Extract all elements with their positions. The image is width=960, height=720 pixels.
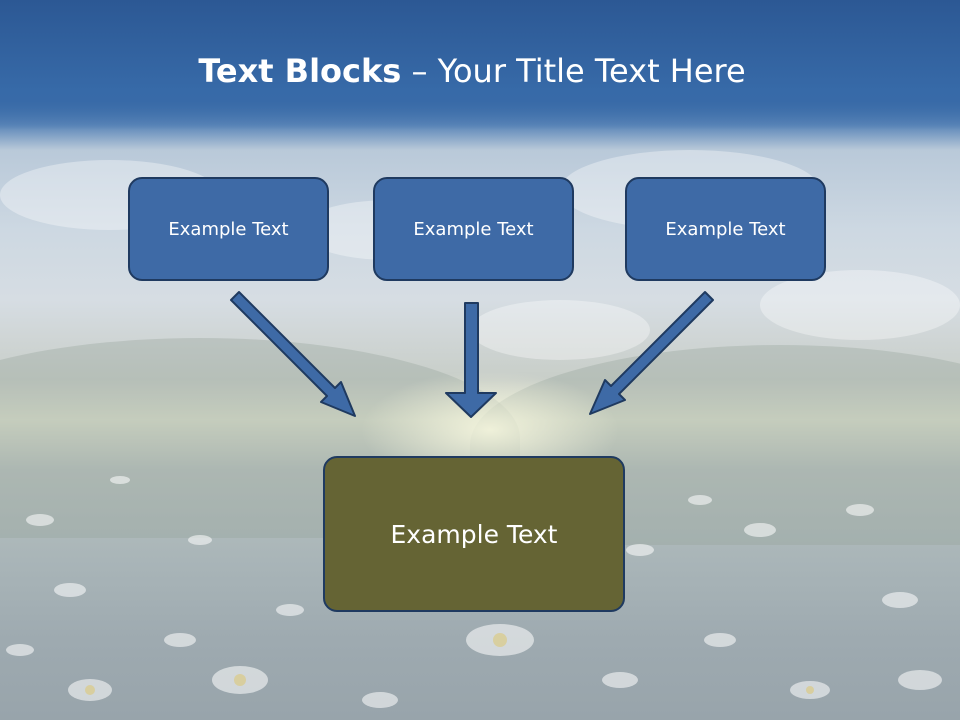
text-block-1[interactable]: Example Text: [128, 177, 329, 281]
cloud: [760, 270, 960, 340]
title-rest: Your Title Text Here: [437, 52, 746, 90]
text-block-2-label: Example Text: [413, 218, 534, 240]
slide-title: Text Blocks – Your Title Text Here: [0, 52, 944, 90]
text-block-3-label: Example Text: [665, 218, 786, 240]
title-bold: Text Blocks: [198, 52, 402, 90]
text-block-1-label: Example Text: [168, 218, 289, 240]
result-text-block[interactable]: Example Text: [323, 456, 625, 612]
daisy-field: [6, 476, 942, 708]
text-block-2[interactable]: Example Text: [373, 177, 574, 281]
title-band: [0, 0, 960, 130]
result-text-block-label: Example Text: [390, 519, 558, 549]
cloud: [470, 300, 650, 360]
title-dash: –: [401, 52, 438, 90]
text-block-3[interactable]: Example Text: [625, 177, 826, 281]
